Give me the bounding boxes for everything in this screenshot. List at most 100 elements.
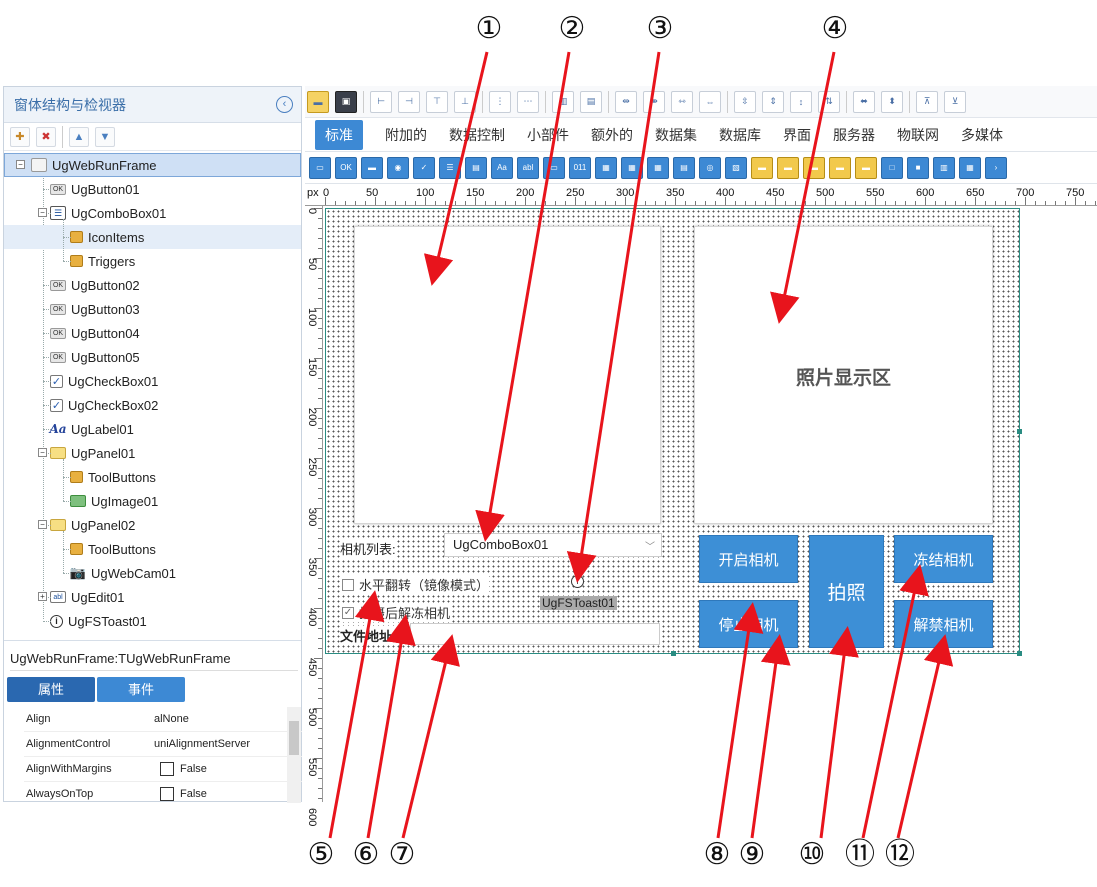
resize-handle[interactable] [1017,651,1022,656]
open-folder-icon[interactable]: ▬ [307,90,329,113]
palette-panel3-icon[interactable]: ▬ [803,156,825,179]
palette-book-icon[interactable]: ▥ [933,156,955,179]
property-scrollbar[interactable] [287,707,301,803]
property-value[interactable]: uniAlignmentServer [154,738,302,750]
palette-white-icon[interactable]: □ [881,156,903,179]
center-vertical-icon[interactable]: ⋯ [517,90,539,113]
expand-icon[interactable]: + [38,592,47,601]
tree-node[interactable]: UgPanel02 [4,513,301,537]
center-horizontal-icon[interactable]: ⋮ [489,90,511,113]
tree-node[interactable]: ☰UgComboBox01 [4,201,301,225]
property-checkbox[interactable] [160,762,174,776]
unfreeze-after-shot-checkbox[interactable]: ✓ 拍摄后解冻相机 [342,603,451,622]
tab-7[interactable]: 界面 [783,126,811,143]
remove-spacing-v-icon[interactable]: ↕ [790,90,812,113]
tab-8[interactable]: 服务器 [833,126,875,143]
palette-image-icon[interactable]: ◎ [699,156,721,179]
increase-spacing-h-icon[interactable]: ⇹ [615,90,637,113]
remove-spacing-h-icon[interactable]: ⇿ [671,90,693,113]
tree-node[interactable]: ToolButtons [4,537,301,561]
move-down-icon[interactable]: ▼ [95,126,115,147]
palette-dropdown-icon[interactable]: ▭ [543,156,565,179]
palette-number-icon[interactable]: 011 [569,156,591,179]
scroll-thumb[interactable] [289,721,299,755]
same-width-icon[interactable]: ⬌ [853,90,875,113]
add-component-icon[interactable]: ✚ [10,126,30,147]
palette-check-icon[interactable]: ✓ [413,156,435,179]
collapse-icon[interactable]: − [38,520,47,529]
tab-10[interactable]: 多媒体 [961,126,1003,143]
resize-handle[interactable] [671,651,676,656]
decrease-spacing-v-icon[interactable]: ⇕ [762,90,784,113]
equal-spacing-v-icon[interactable]: ⇅ [818,90,840,113]
tree-node[interactable]: UgWebRunFrame [4,153,301,177]
tree-node[interactable]: IconItems [4,225,301,249]
align-bottom-icon[interactable]: ⊥ [454,90,476,113]
object-selector[interactable]: UgWebRunFrame:TUgWebRunFrame [4,640,301,680]
align-top-icon[interactable]: ⊤ [426,90,448,113]
align-right-icon[interactable]: ⊣ [398,90,420,113]
tab-1[interactable]: 附加的 [385,126,427,143]
tab-5[interactable]: 数据集 [655,126,697,143]
move-up-icon[interactable]: ▲ [69,126,89,147]
property-value[interactable]: False [154,762,302,776]
palette-panel4-icon[interactable]: ▬ [829,156,851,179]
save-icon[interactable]: ▣ [335,90,357,113]
unfreeze-camera-button[interactable]: 解禁相机 [894,600,993,648]
palette-clear-icon[interactable]: ▧ [725,156,747,179]
palette-film-icon[interactable]: ▦ [959,156,981,179]
palette-frame-icon[interactable]: ▭ [309,156,331,179]
freeze-camera-button[interactable]: 冻结相机 [894,535,993,583]
palette-list-icon[interactable]: ☰ [439,156,461,179]
camera-combobox[interactable]: UgComboBox01 ﹀ [444,533,662,557]
palette-memo-icon[interactable]: ▦ [595,156,617,179]
tree-node[interactable]: 📷UgWebCam01 [4,561,301,585]
tab-4[interactable]: 额外的 [591,126,633,143]
palette-listbox-icon[interactable]: ▤ [465,156,487,179]
palette-panel5-icon[interactable]: ▬ [855,156,877,179]
tab-9[interactable]: 物联网 [897,126,939,143]
tree-node[interactable]: Triggers [4,249,301,273]
increase-spacing-v-icon[interactable]: ⇳ [734,90,756,113]
palette-dark-icon[interactable]: ■ [907,156,929,179]
collapse-icon[interactable]: − [38,208,47,217]
toast-info-icon[interactable]: i [571,575,584,588]
palette-radio-icon[interactable]: ◉ [387,156,409,179]
palette-menu-icon[interactable]: ▤ [673,156,695,179]
checkbox-box[interactable] [342,578,354,591]
collapse-icon[interactable]: − [38,448,47,457]
start-camera-button[interactable]: 开启相机 [699,535,798,583]
take-photo-button[interactable]: 拍照 [809,535,884,648]
delete-component-icon[interactable]: ✖ [36,126,56,147]
bring-front-icon[interactable]: ⊼ [916,90,938,113]
property-value[interactable]: alNone [154,713,302,725]
palette-label-icon[interactable]: Aa [491,156,513,179]
mirror-checkbox[interactable]: 水平翻转（镜像模式） [342,575,490,594]
property-checkbox[interactable] [160,787,174,801]
tree-node[interactable]: ✓UgCheckBox01 [4,369,301,393]
equal-spacing-h-icon[interactable]: ⇔ [699,90,721,113]
align-left-icon[interactable]: ⊢ [370,90,392,113]
palette-button-icon[interactable]: OK [335,156,357,179]
tab-2[interactable]: 数据控制 [449,126,505,143]
tab-6[interactable]: 数据库 [719,126,761,143]
decrease-spacing-h-icon[interactable]: ⇼ [643,90,665,113]
left-panel-box[interactable] [354,226,661,524]
palette-edit-icon[interactable]: abl [517,156,539,179]
palette-more-icon[interactable]: › [985,156,1007,179]
collapse-icon[interactable]: − [16,160,25,169]
tab-events[interactable]: 事件 [97,677,185,702]
space-equal-v-icon[interactable]: ▤ [580,90,602,113]
tree-node[interactable]: UgImage01 [4,489,301,513]
tree-node[interactable]: UgPanel01 [4,441,301,465]
